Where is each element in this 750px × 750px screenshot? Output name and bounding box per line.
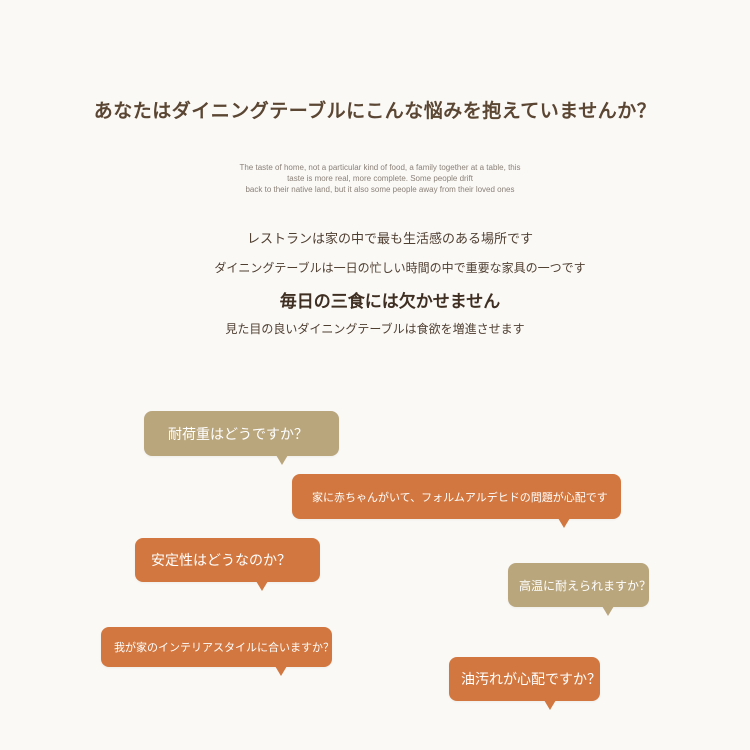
bubble-text: 油汚れが心配ですか？	[461, 672, 601, 688]
intro-line-2: ダイニングテーブルは一日の忙しい時間の中で重要な家具の一つです	[214, 261, 586, 275]
speech-bubble-oil-stains: 油汚れが心配ですか？	[449, 657, 601, 710]
bubble-text: 我が家のインテリアスタイルに合いますか？	[114, 641, 334, 654]
speech-bubble-heat-resistance: 高温に耐えられますか？	[508, 563, 652, 616]
bubble-text: 安定性はどうなのか？	[151, 553, 291, 569]
intro-line-1: レストランは家の中で最も生活感のある場所です	[246, 232, 533, 247]
bubble-text: 耐荷重はどうですか？	[168, 426, 308, 443]
bubble-text: 高温に耐えられますか？	[519, 578, 652, 593]
speech-bubble-stability: 安定性はどうなのか？	[135, 538, 320, 591]
english-quote: The taste of home, not a particular kind…	[239, 163, 521, 194]
headline: あなたはダイニングテーブルにこんな悩みを抱えていませんか？	[93, 100, 657, 122]
speech-bubble-formaldehyde: 家に赤ちゃんがいて、フォルムアルデヒドの問題が心配です	[292, 474, 621, 528]
intro-line-3-emphasis: 毎日の三食には欠かせません	[279, 292, 501, 312]
speech-bubble-load-capacity: 耐荷重はどうですか？	[144, 411, 339, 465]
bubble-text: 家に赤ちゃんがいて、フォルムアルデヒドの問題が心配です	[312, 490, 608, 504]
speech-bubble-interior-style: 我が家のインテリアスタイルに合いますか？	[101, 627, 334, 676]
intro-line-4: 見た目の良いダイニングテーブルは食欲を増進させます	[225, 322, 525, 336]
